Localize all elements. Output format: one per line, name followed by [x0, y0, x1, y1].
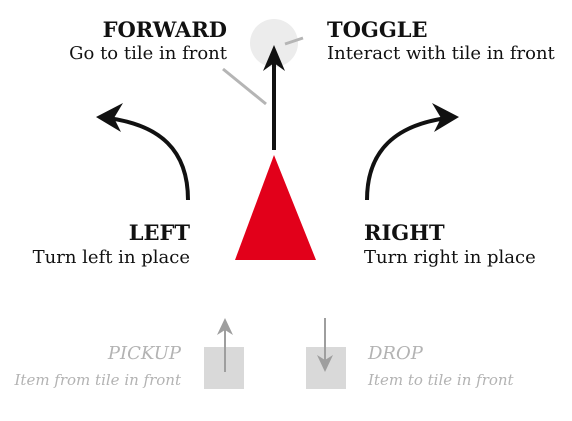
toggle-pointer-line-lower [222, 67, 267, 106]
drop-arrow-head [317, 355, 333, 372]
pickup-arrow-head [217, 318, 233, 335]
left-turn-arrow-head [96, 103, 123, 132]
toggle-pointer-line-upper [284, 36, 304, 46]
toggle-description: Interact with tile in front [327, 43, 555, 64]
toggle-title: TOGGLE [327, 17, 428, 42]
toggle-target-circle [250, 19, 298, 67]
forward-description: Go to tile in front [69, 43, 227, 64]
right-turn-arrow-head [432, 103, 459, 132]
agent-triangle [235, 155, 316, 260]
right-description: Turn right in place [364, 247, 536, 268]
left-turn-arrow-curve [107, 116, 190, 201]
right-title: RIGHT [364, 220, 445, 245]
left-description: Turn left in place [32, 247, 190, 268]
drop-title: DROP [368, 343, 423, 364]
right-turn-arrow-curve [365, 116, 448, 201]
pickup-description: Item from tile in front [14, 371, 181, 389]
forward-title: FORWARD [102, 17, 227, 42]
pickup-title: PICKUP [107, 343, 181, 364]
left-title: LEFT [128, 220, 190, 245]
drop-description: Item to tile in front [368, 371, 514, 389]
forward-arrow-head [263, 45, 285, 71]
